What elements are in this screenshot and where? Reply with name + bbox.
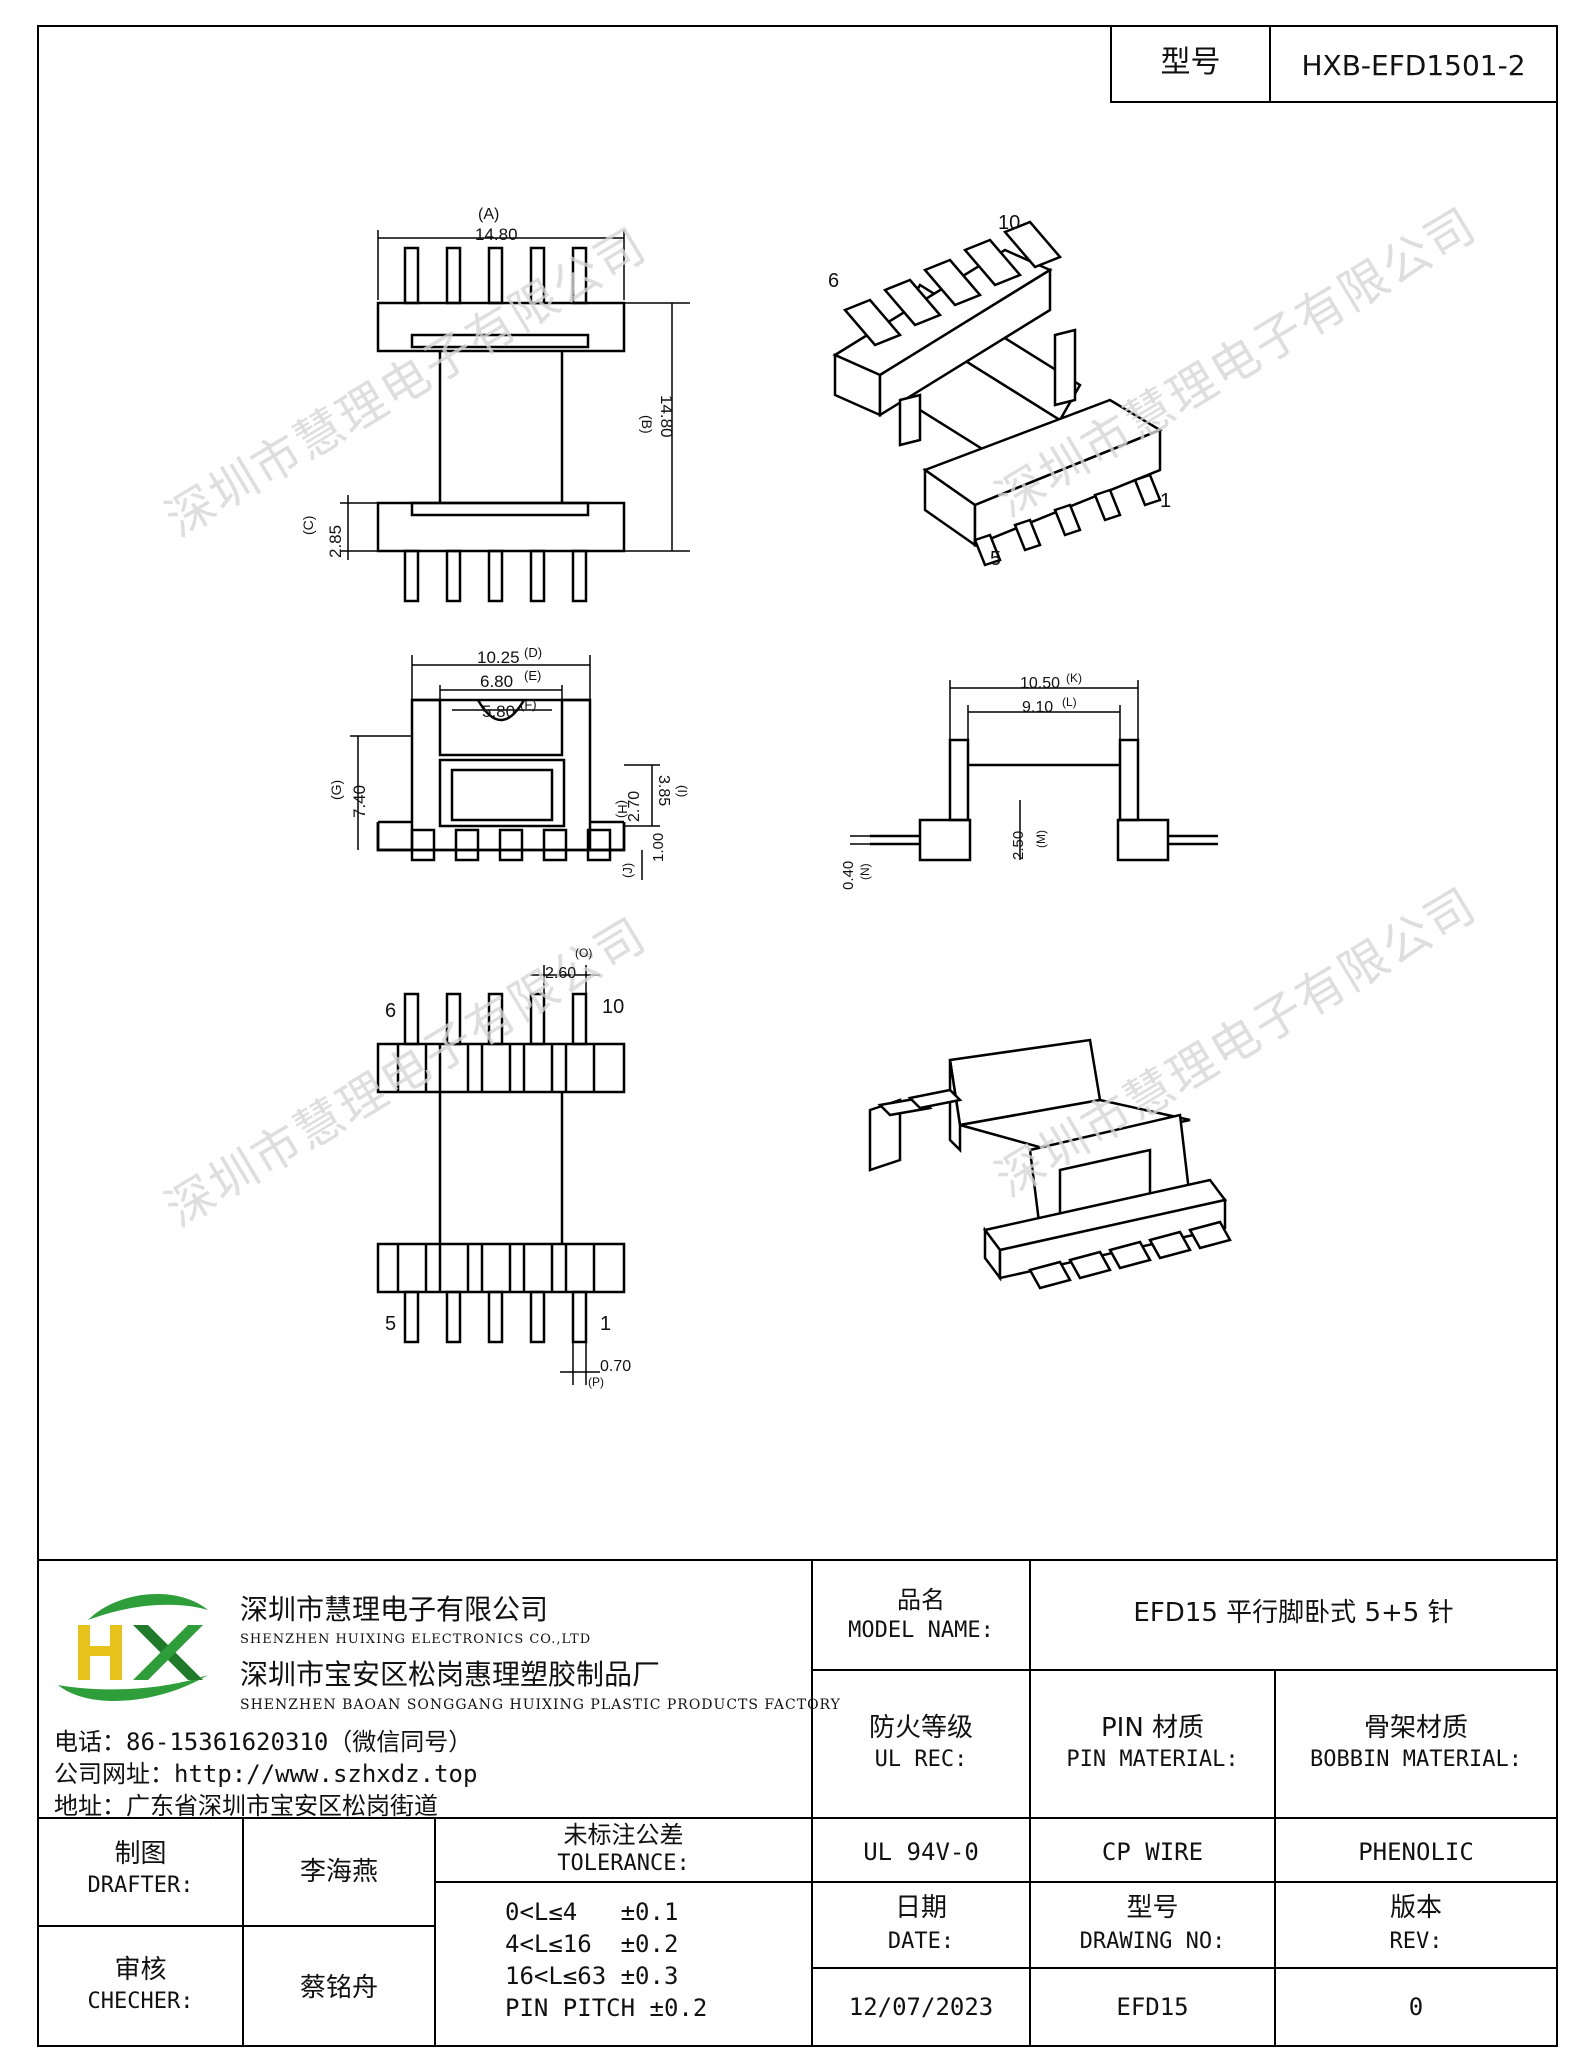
company-name-en-1: SHENZHEN HUIXING ELECTRONICS CO.,LTD [240, 1632, 592, 1647]
dim-pin-w: 0.70 [600, 1358, 632, 1375]
header-model-box [1110, 25, 1558, 103]
header-model-value: HXB-EFD1501-2 [1301, 49, 1526, 82]
iso-view-bottom [868, 1038, 1232, 1290]
dim-side-w2-tag: (E) [524, 668, 542, 683]
ul-value: UL 94V-0 [863, 1838, 979, 1866]
tolerance-row-2: 4<L≤16 ±0.2 [505, 1930, 679, 1958]
end-view [870, 738, 1218, 862]
company-logo [48, 1580, 218, 1710]
model-name-value: EFD15 平行脚卧式 5+5 针 [1133, 1598, 1454, 1628]
bobbin-material-label-en: BOBBIN MATERIAL: [1310, 1747, 1522, 1772]
dim-side-w3-tag: (F) [520, 697, 537, 712]
dim-side-h1: 7.40 [350, 784, 369, 818]
dim-end-w2-tag: (L) [1062, 695, 1077, 709]
checker-name: 蔡铭舟 [299, 1973, 378, 2003]
side-view [376, 698, 626, 862]
company-name-cn-2: 深圳市宝安区松岗惠理塑胶制品厂 [240, 1658, 661, 1691]
bottom-pin-10: 10 [602, 996, 625, 1018]
pin-material-label-cn: PIN 材质 [1100, 1713, 1205, 1743]
iso-view-top [832, 220, 1163, 567]
logo-icon [58, 1593, 208, 1702]
model-name-label-en: MODEL NAME: [848, 1618, 994, 1643]
iso-pin-1: 1 [1160, 490, 1172, 512]
dim-side-h2-tag: (H) [615, 800, 630, 819]
dim-pitch: 2.60 [545, 965, 577, 982]
drawing-no-label-en: DRAWING NO: [1079, 1929, 1226, 1954]
dim-side-h1-tag: (G) [328, 779, 344, 800]
dim-end-w1-tag: (K) [1066, 671, 1082, 685]
pin-material-label-en: PIN MATERIAL: [1066, 1747, 1239, 1772]
iso-pin-6: 6 [828, 270, 840, 292]
dim-side-h4: 1.00 [650, 832, 667, 862]
rev-label-en: REV: [1389, 1929, 1443, 1954]
dim-top-width-tag: (A) [478, 206, 500, 223]
checker-label-en: CHECHER: [87, 1989, 194, 2014]
dim-end-w1: 10.50 [1020, 675, 1061, 692]
dim-side-h3-tag: (I) [675, 785, 690, 798]
bottom-pin-6: 6 [385, 1000, 397, 1022]
dim-end-h2-tag: (N) [858, 863, 872, 880]
ul-label-en: UL REC: [874, 1747, 968, 1772]
date-label-cn: 日期 [894, 1893, 947, 1923]
company-phone: 电话：86-15361620310（微信同号） [54, 1728, 473, 1756]
dim-top-width: 14.80 [475, 225, 518, 244]
dim-end-h2: 0.40 [840, 860, 857, 890]
dim-side-w1: 10.25 [477, 648, 520, 667]
dim-side-w3: 5.80 [482, 702, 516, 721]
dim-end-w2: 9.10 [1022, 699, 1054, 716]
company-website[interactable]: 公司网址：http://www.szhxdz.top [54, 1760, 478, 1788]
company-address: 地址：广东省深圳市宝安区松岗街道 [54, 1792, 438, 1820]
dim-pin-len: 2.85 [326, 524, 345, 558]
iso-pin-10: 10 [998, 212, 1021, 234]
dim-end-h1: 2.50 [1010, 830, 1027, 860]
tolerance-row-4: PIN PITCH ±0.2 [505, 1994, 708, 2022]
header-model-label: 型号 [1160, 45, 1221, 80]
drafter-label-en: DRAFTER: [87, 1873, 194, 1898]
drawing-no-value: EFD15 [1116, 1993, 1189, 2021]
iso-pin-5: 5 [990, 548, 1002, 570]
bobbin-material-value: PHENOLIC [1358, 1838, 1474, 1866]
company-name-cn-1: 深圳市慧理电子有限公司 [240, 1593, 549, 1626]
ul-label-cn: 防火等级 [868, 1713, 973, 1743]
bottom-view [376, 992, 626, 1344]
tolerance-label-cn: 未标注公差 [563, 1821, 684, 1849]
dim-side-h3: 3.85 [655, 775, 672, 807]
dim-pin-w-tag: (P) [588, 1375, 604, 1389]
dim-end-h1-tag: (M) [1034, 830, 1048, 848]
dim-pin-len-tag: (C) [300, 515, 316, 535]
sheet-border [37, 25, 1558, 2047]
top-view [376, 246, 626, 603]
dim-side-w1-tag: (D) [524, 645, 543, 660]
checker-label-cn: 审核 [114, 1955, 167, 1985]
bottom-pin-5: 5 [385, 1313, 397, 1335]
date-label-en: DATE: [887, 1929, 955, 1954]
pin-material-value: CP WIRE [1101, 1838, 1204, 1866]
rev-label-cn: 版本 [1389, 1893, 1442, 1923]
company-name-en-2: SHENZHEN BAOAN SONGGANG HUIXING PLASTIC … [240, 1697, 841, 1713]
tolerance-label-en: TOLERANCE: [557, 1851, 690, 1876]
dim-side-w2: 6.80 [480, 672, 514, 691]
tolerance-row-3: 16<L≤63 ±0.3 [505, 1962, 679, 1990]
dim-top-height-tag: (B) [639, 415, 655, 434]
dim-pitch-tag: (O) [575, 946, 593, 960]
drafter-label-cn: 制图 [114, 1839, 167, 1869]
dim-top-height: 14.80 [657, 395, 676, 438]
drawing-no-label-cn: 型号 [1126, 1893, 1179, 1923]
model-name-label-cn: 品名 [897, 1586, 945, 1614]
drafter-name: 李海燕 [299, 1857, 378, 1887]
bottom-pin-1: 1 [600, 1313, 612, 1335]
date-value: 12/07/2023 [848, 1993, 994, 2021]
tolerance-row-1: 0<L≤4 ±0.1 [505, 1898, 679, 1926]
dim-side-h4-tag: (J) [620, 862, 635, 878]
rev-value: 0 [1408, 1993, 1424, 2021]
bobbin-material-label-cn: 骨架材质 [1363, 1713, 1468, 1743]
